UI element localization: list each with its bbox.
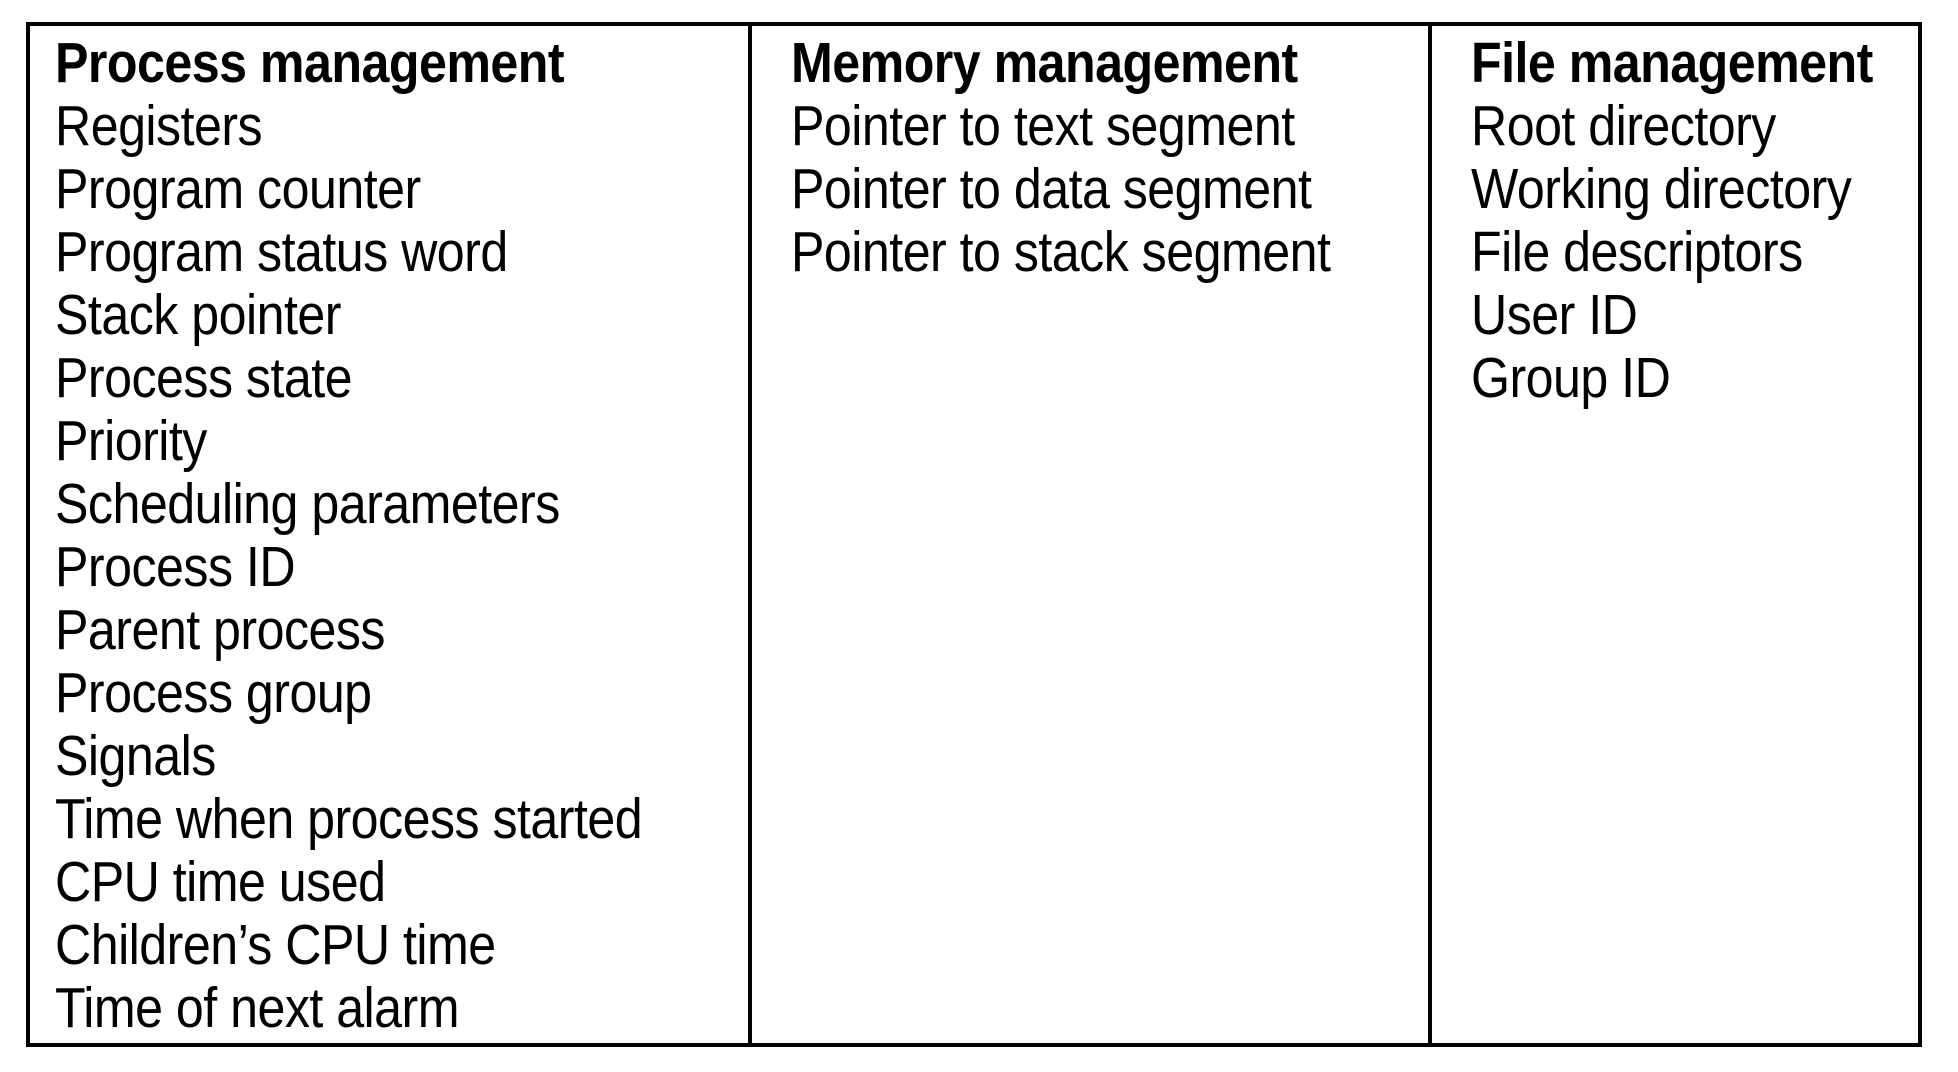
list-item: Program status word — [55, 220, 508, 284]
list-item: Pointer to stack segment — [791, 220, 1331, 284]
column-title-memory-management: Memory management — [791, 31, 1298, 95]
list-item: Group ID — [1471, 346, 1671, 410]
list-item: Working directory — [1471, 157, 1852, 221]
list-item: Process state — [55, 346, 353, 410]
list-item: Stack pointer — [55, 283, 341, 347]
list-item: Time when process started — [55, 787, 643, 851]
column-file-management: File management Root directory Working d… — [1432, 26, 1915, 1043]
list-item: Children’s CPU time — [55, 913, 496, 977]
list-item: Signals — [55, 724, 216, 788]
list-item: Root directory — [1471, 94, 1776, 158]
column-title-process-management: Process management — [55, 31, 565, 95]
list-item: CPU time used — [55, 850, 386, 914]
pcb-fields-table: Process management Registers Program cou… — [26, 22, 1922, 1047]
list-item: User ID — [1471, 283, 1638, 347]
list-item: File descriptors — [1471, 220, 1803, 284]
column-title-file-management: File management — [1471, 31, 1873, 95]
list-item: Scheduling parameters — [55, 472, 560, 536]
list-item: Parent process — [55, 598, 386, 662]
list-item: Pointer to data segment — [791, 157, 1312, 221]
list-item: Priority — [55, 409, 207, 473]
list-item: Pointer to text segment — [791, 94, 1295, 158]
list-item: Program counter — [55, 157, 421, 221]
list-item: Registers — [55, 94, 263, 158]
column-process-management: Process management Registers Program cou… — [30, 26, 752, 1043]
list-item: Process ID — [55, 535, 296, 599]
list-item: Process group — [55, 661, 372, 725]
column-memory-management: Memory management Pointer to text segmen… — [752, 26, 1432, 1043]
list-item: Time of next alarm — [55, 976, 460, 1040]
